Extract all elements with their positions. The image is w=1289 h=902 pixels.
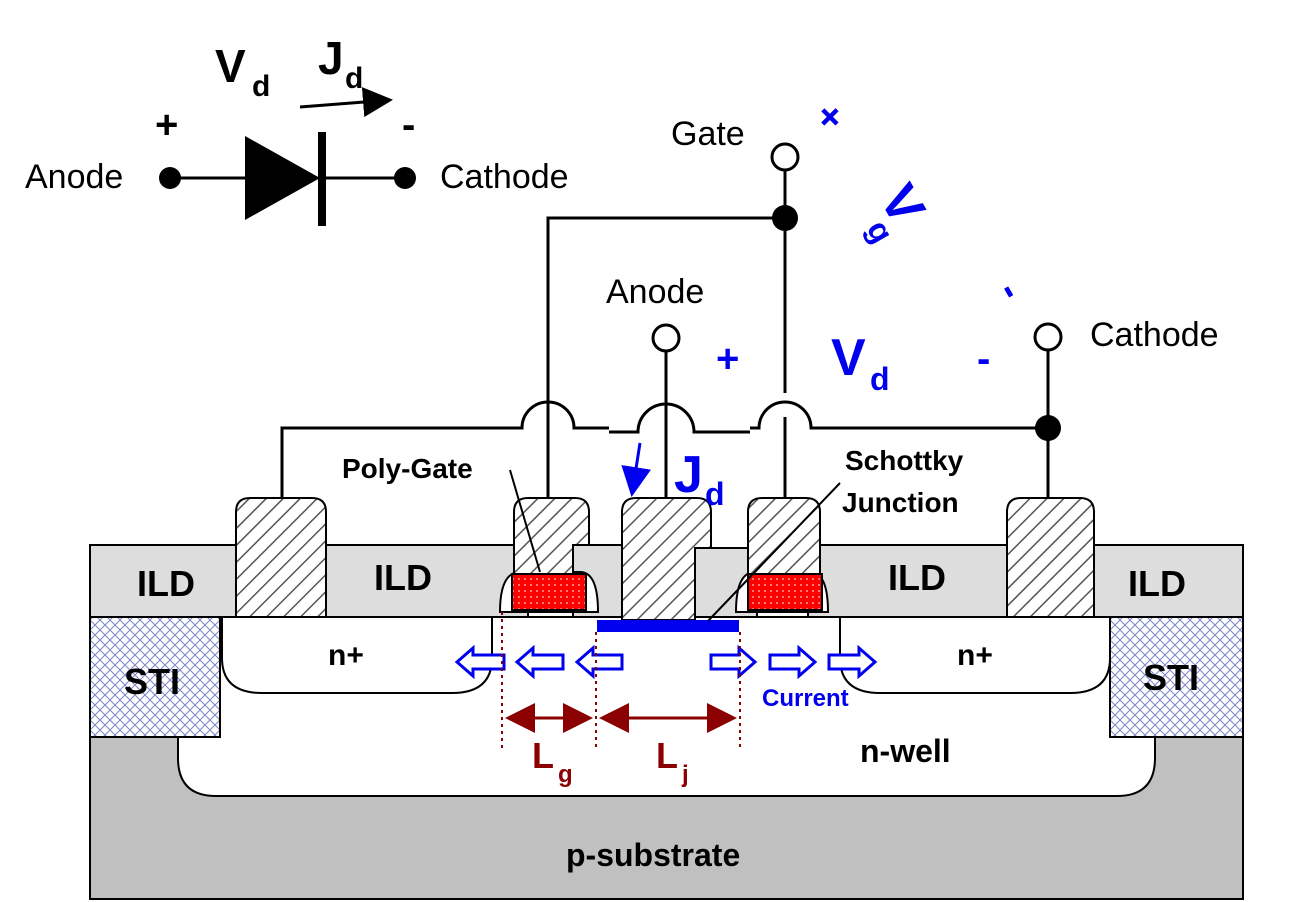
current-arrows [454,644,878,680]
poly-gate-left [511,573,587,611]
ild-left [89,544,251,618]
n-well-label: n-well [860,733,951,769]
current-arrow-right-3 [827,644,878,680]
schottky-leader [707,482,841,622]
sti-label-left: STI [124,661,180,702]
vg-plus-sign: + [806,93,854,141]
gate-terminal-label: Gate [671,115,745,153]
jd-subscript: d [705,476,725,512]
gate-terminal[interactable] [770,142,800,172]
symbol-vd-subscript: d [252,70,270,103]
current-arrow-left-2 [514,644,565,680]
contact-left-nplus [235,497,327,618]
symbol-cathode-label: Cathode [440,158,569,196]
n-plus-label-left: n+ [328,639,364,672]
vd-subscript: d [870,361,890,397]
sti-left [89,616,221,738]
gate-wire-left [546,216,785,498]
contact-right-nplus [1006,497,1095,618]
vg-subscript: g [860,214,901,249]
poly-gate-leader [509,469,541,573]
diode-triangle-icon [245,136,320,220]
ild-label-2: ILD [374,557,432,598]
sti-right [1109,616,1244,738]
diode-symbol: V d J d + - Anode Cathode [25,32,569,226]
contact-gate-left [513,497,590,575]
ild-label-1: ILD [137,563,195,604]
contact-anode [621,497,712,621]
symbol-anode-label: Anode [25,158,123,196]
vd-plus-sign: + [716,337,739,381]
anode-terminal[interactable] [651,323,681,353]
lg-subscript: g [558,761,573,788]
poly-gate-label: Poly-Gate [342,453,473,484]
anode-terminal-label: Anode [606,273,704,311]
symbol-vd-label: V [215,40,246,92]
jd-arrow [621,442,652,497]
cathode-terminal[interactable] [1033,322,1063,352]
symbol-plus-sign: + [155,103,178,147]
schottky-label-line1: Schottky [845,445,964,476]
cathode-node [1035,415,1061,441]
symbol-minus-sign: - [402,103,415,147]
schottky-label-line2: Junction [842,487,959,518]
vd-minus-sign: - [977,337,990,381]
gate-node [772,205,798,231]
p-substrate-label: p-substrate [566,837,740,873]
vg-minus-sign: - [989,274,1034,308]
ild-label-3: ILD [888,557,946,598]
sti-label-right: STI [1143,657,1199,698]
cathode-terminal-label: Cathode [1090,316,1219,354]
schottky-junction [597,620,739,632]
jd-label: J [674,446,703,504]
cathode-bus [280,400,1048,498]
symbol-jd-subscript: d [345,62,363,95]
symbol-cathode-terminal [394,167,416,189]
n-plus-right [839,616,1111,694]
lj-subscript: j [681,761,689,788]
contact-gate-right [747,497,821,575]
current-label: Current [762,685,849,712]
n-plus-label-right: n+ [957,639,993,672]
current-arrow-left-3 [574,644,624,680]
dimension-markers [501,612,741,750]
ild-right-center [807,544,1021,618]
vd-label: V [831,329,866,387]
ild-label-4: ILD [1128,563,1186,604]
symbol-jd-label: J [318,32,344,84]
current-arrow-right-2 [768,644,818,680]
current-arrow-left-1 [454,644,506,680]
lj-label: L [656,735,678,776]
poly-gate-right [747,573,823,611]
lg-label: L [532,735,554,776]
symbol-current-arrow [299,87,393,118]
